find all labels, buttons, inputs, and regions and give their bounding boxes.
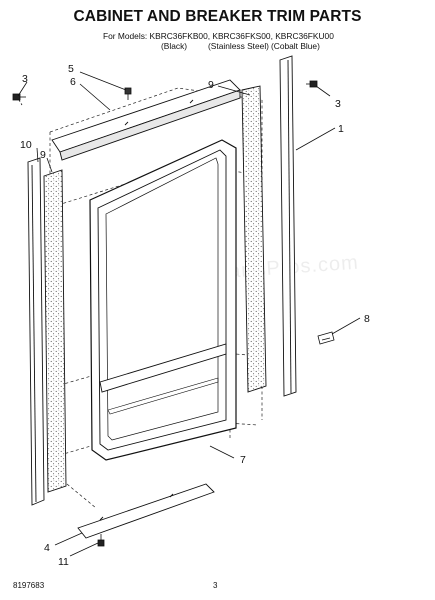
doc-number: 8197683 (13, 581, 45, 590)
callout-10: 10 (20, 139, 32, 151)
callout-3-right: 3 (335, 98, 341, 110)
callout-3-left: 3 (22, 73, 28, 85)
variant-stainless: (Stainless Steel) (208, 41, 269, 51)
leader-lines (17, 71, 361, 557)
callout-labels: 1 3 3 4 5 6 7 8 9 9 10 11 (20, 63, 370, 568)
callout-5: 5 (68, 63, 74, 75)
models-line: For Models: KBRC36FKB00, KBRC36FKS00, KB… (103, 31, 334, 41)
callout-1: 1 (338, 123, 344, 135)
callout-11: 11 (58, 556, 69, 568)
top-trim (51, 79, 241, 161)
right-foam-strip (241, 85, 267, 393)
front-door-frame (89, 139, 237, 461)
screw-11 (97, 534, 105, 547)
right-side-trim (279, 55, 297, 397)
callout-6: 6 (70, 76, 76, 88)
page-title: CABINET AND BREAKER TRIM PARTS (73, 8, 362, 25)
bottom-trim (77, 483, 215, 539)
callout-9-right: 9 (208, 79, 214, 91)
callout-4: 4 (44, 542, 50, 554)
screw-5 (124, 87, 132, 100)
screw-3-right (306, 80, 318, 88)
page-number: 3 (213, 581, 218, 590)
left-side-trim (27, 157, 45, 506)
variant-cobalt: (Cobalt Blue) (271, 41, 320, 51)
left-foam-strip (43, 169, 67, 493)
callout-9-left: 9 (40, 149, 46, 161)
clip-8 (317, 331, 335, 345)
screw-3-left (12, 93, 26, 106)
callout-8: 8 (364, 313, 370, 325)
variant-black: (Black) (161, 41, 188, 51)
callout-7: 7 (240, 454, 246, 466)
